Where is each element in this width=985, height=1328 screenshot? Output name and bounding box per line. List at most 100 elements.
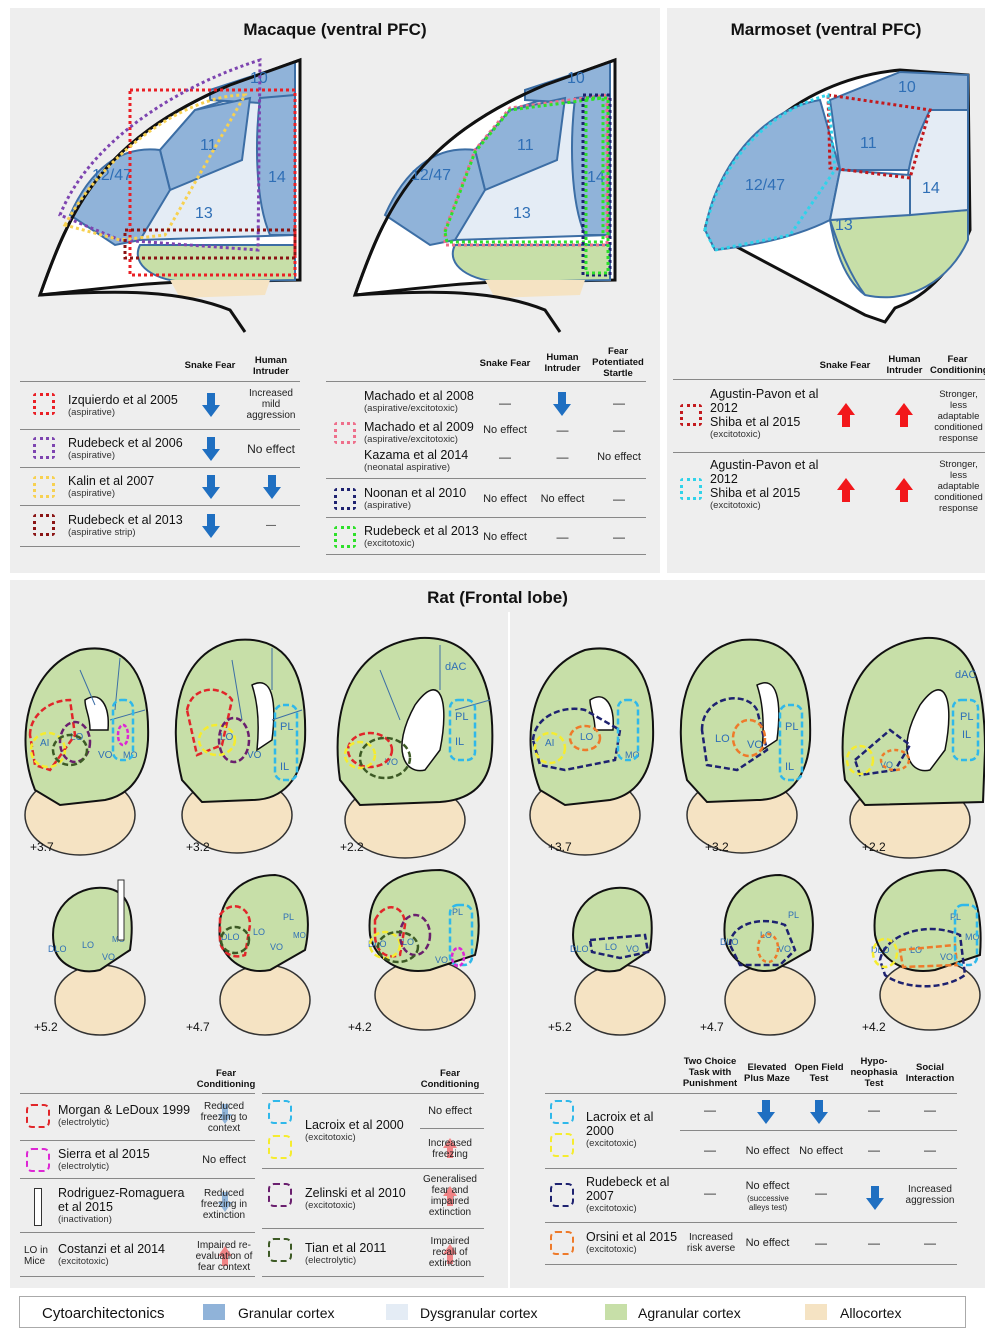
rat-lt-rowrule bbox=[262, 1168, 484, 1169]
rat-rt-cell: — bbox=[902, 1145, 958, 1156]
rat-citation-rodriguez: Rodriguez-Romaguera et al 2015(inactivat… bbox=[58, 1186, 198, 1225]
svg-text:IL: IL bbox=[962, 729, 971, 741]
rat-rt-citation-rudebeck: Rudebeck et al 2007(excitotoxic) bbox=[586, 1175, 676, 1214]
svg-text:VO: VO bbox=[435, 955, 448, 965]
svg-text:LO: LO bbox=[82, 940, 94, 950]
legend-label-allocortex: Allocortex bbox=[840, 1305, 901, 1321]
svg-text:LO: LO bbox=[605, 942, 617, 952]
mac-t2-swatch-2 bbox=[334, 488, 356, 510]
svg-text:dAC: dAC bbox=[445, 661, 466, 673]
mac-t2-citation-3: Rudebeck et al 2013(excitotoxic) bbox=[364, 524, 479, 549]
mac-t2-cell: — bbox=[590, 425, 648, 436]
rat-section-label: +4.7 bbox=[700, 1020, 724, 1034]
svg-text:10: 10 bbox=[567, 70, 585, 87]
rat-section-right-5-2: DLO LO VO bbox=[560, 880, 670, 1030]
svg-text:14: 14 bbox=[922, 180, 940, 197]
rat-rt-cell: — bbox=[795, 1188, 847, 1199]
svg-text:PL: PL bbox=[283, 912, 294, 922]
marm-header-snake: Snake Fear bbox=[815, 360, 875, 371]
rat-rt-cell: No effect bbox=[740, 1146, 795, 1157]
rat-effect-sierra: No effect bbox=[195, 1155, 253, 1166]
svg-text:AI: AI bbox=[545, 738, 554, 749]
mac-t2-rowrule bbox=[326, 517, 646, 518]
rat-effect-tian: Impaired recall of extinction bbox=[420, 1236, 480, 1269]
svg-text:VO: VO bbox=[247, 750, 262, 761]
arrow-down-icon bbox=[810, 1100, 828, 1124]
rat-section-right-2-2: dAC PL IL VO bbox=[835, 630, 985, 840]
mac-t1-citation-1: Izquierdo et al 2005(aspirative) bbox=[68, 393, 178, 418]
rat-rt-cell: — bbox=[848, 1145, 900, 1156]
mac-t1-rule bbox=[20, 381, 300, 382]
rat-swatch-zelinski bbox=[268, 1183, 292, 1207]
rat-rt-cell: Increased risk averse bbox=[682, 1232, 740, 1254]
mac-t1-swatch-2 bbox=[33, 437, 55, 459]
legend-label-granular: Granular cortex bbox=[238, 1305, 334, 1321]
arrow-down-icon bbox=[757, 1100, 775, 1124]
mac-t1-swatch-4 bbox=[33, 514, 55, 536]
mac-t1-citation-3: Kalin et al 2007(aspirative) bbox=[68, 474, 154, 499]
rat-rt-swatch-lacroix-yellow bbox=[550, 1133, 574, 1157]
rat-rt-cell: — bbox=[848, 1238, 900, 1249]
arrow-down-icon bbox=[202, 475, 220, 499]
svg-text:12/47: 12/47 bbox=[92, 167, 132, 184]
rat-rt-cell: — bbox=[902, 1238, 958, 1249]
rat-citation-zelinski: Zelinski et al 2010(excitotoxic) bbox=[305, 1186, 406, 1211]
marm-header-intruder: Human Intruder bbox=[882, 354, 927, 376]
rat-lt-rule-2 bbox=[262, 1093, 484, 1094]
arrow-down-icon bbox=[202, 437, 220, 461]
rat-section-label: +3.7 bbox=[548, 840, 572, 854]
marm-header-fear: Fear Conditioning bbox=[930, 354, 985, 376]
mac-t1-rowrule bbox=[20, 505, 300, 506]
svg-text:dAC: dAC bbox=[955, 669, 976, 681]
mac-t2-cell: No effect bbox=[535, 494, 590, 505]
svg-text:VO: VO bbox=[270, 942, 283, 952]
mac-t2-cell: — bbox=[590, 532, 648, 543]
rat-section-right-3-7: AI LO MO bbox=[525, 640, 675, 840]
rat-rt-header-2: Elevated Plus Maze bbox=[742, 1062, 792, 1084]
rat-rt-citation-orsini: Orsini et al 2015(excitotoxic) bbox=[586, 1230, 677, 1255]
rat-rt-cell: No effect bbox=[795, 1146, 847, 1157]
arrow-up-icon bbox=[895, 403, 913, 427]
arrow-up-icon bbox=[895, 478, 913, 502]
arrow-up-icon bbox=[837, 403, 855, 427]
svg-text:PL: PL bbox=[960, 711, 973, 723]
mac-t2-cell: — bbox=[475, 398, 535, 409]
marmoset-title: Marmoset (ventral PFC) bbox=[667, 20, 985, 40]
legend-swatch-dysgranular bbox=[386, 1304, 408, 1320]
rat-citation-sierra: Sierra et al 2015(electrolytic) bbox=[58, 1147, 150, 1172]
rat-section-label: +4.2 bbox=[348, 1020, 372, 1034]
svg-text:AI: AI bbox=[40, 738, 49, 749]
mac-t2-cell: — bbox=[540, 452, 585, 463]
mac-t1-header-intruder: Human Intruder bbox=[240, 355, 302, 377]
cannula-icon bbox=[34, 1188, 42, 1226]
mac-t2-rowrule bbox=[326, 554, 646, 555]
marm-citation-1: Agustin-Pavon et al2012Shiba et al 2015(… bbox=[710, 387, 818, 440]
svg-text:VO: VO bbox=[626, 944, 639, 954]
rat-section-label: +5.2 bbox=[34, 1020, 58, 1034]
rat-section-right-4-7: DLO LO VO PL bbox=[710, 870, 830, 1030]
rat-lt-header-2: Fear Conditioning bbox=[418, 1068, 482, 1090]
svg-text:PL: PL bbox=[785, 721, 798, 733]
mac-t2-rowrule bbox=[326, 478, 646, 479]
rat-lt-rowrule bbox=[20, 1140, 255, 1141]
rat-section-label: +4.7 bbox=[186, 1020, 210, 1034]
svg-text:IL: IL bbox=[785, 761, 794, 773]
rat-citation-lacroix: Lacroix et al 2000(excitotoxic) bbox=[305, 1118, 404, 1143]
rat-rt-rowrule bbox=[545, 1168, 957, 1169]
marm-swatch-2 bbox=[680, 478, 702, 500]
rat-divider bbox=[508, 612, 510, 1288]
marm-fear-1: Stronger, less adaptable conditioned res… bbox=[932, 389, 985, 444]
rat-rt-rowrule bbox=[545, 1264, 957, 1265]
mac-t2-citation-2: Noonan et al 2010(aspirative) bbox=[364, 486, 466, 511]
mac-t2-swatch-1 bbox=[334, 422, 356, 444]
mac-t2-cell: — bbox=[590, 398, 648, 409]
rat-rt-note: (successive alleys test) bbox=[742, 1194, 794, 1212]
mac-t1-rowrule bbox=[20, 429, 300, 430]
rat-rt-cell: — bbox=[680, 1105, 740, 1116]
rat-citation-costanzi: Costanzi et al 2014(excitotoxic) bbox=[58, 1242, 165, 1267]
rat-rt-header-4: Hypo-neophasia Test bbox=[848, 1056, 900, 1089]
rat-swatch-morgan bbox=[26, 1104, 50, 1128]
svg-text:12/47: 12/47 bbox=[411, 167, 451, 184]
marm-rule bbox=[673, 379, 985, 380]
rat-section-left-5-2: DLO LO VO MO bbox=[40, 880, 150, 1030]
